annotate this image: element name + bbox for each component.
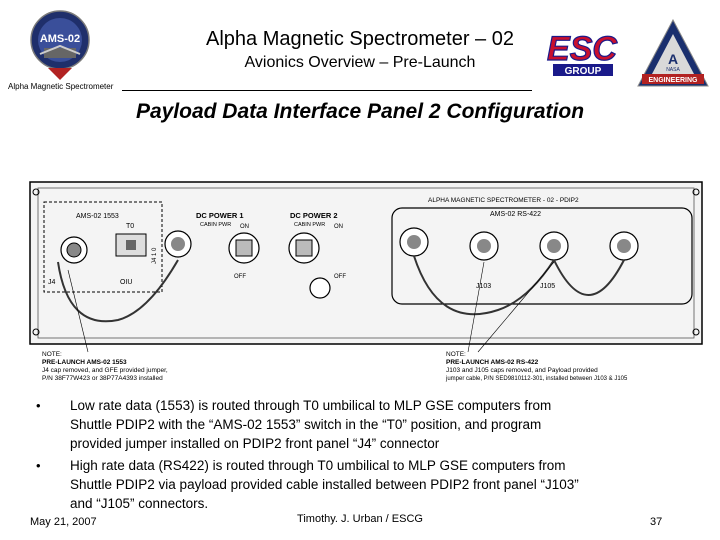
dc-power-2-on-label: ON xyxy=(334,224,343,230)
slide-subtitle: Avionics Overview – Pre-Launch xyxy=(244,54,476,71)
eng-logo-text: ENGINEERING xyxy=(648,77,698,84)
footer-page-number: 37 xyxy=(650,516,663,528)
dc-power-2-label: DC POWER 2 xyxy=(290,211,338,220)
j103-label: J103 xyxy=(476,283,491,290)
footer-date: May 21, 2007 xyxy=(30,516,97,528)
bullet-2-line-1: High rate data (RS422) is routed through… xyxy=(70,458,566,473)
rs422-label: AMS-02 RS-422 xyxy=(490,211,541,218)
svg-text:A: A xyxy=(668,51,678,67)
ams-1553-label: AMS-02 1553 xyxy=(76,213,119,220)
note-left-line-2: P/N 38F77W423 or 38P77A4393 installed xyxy=(42,375,163,382)
slide-title: Alpha Magnetic Spectrometer – 02 xyxy=(206,28,514,50)
note-right-heading: PRE-LAUNCH AMS-02 RS-422 xyxy=(446,359,539,366)
oiu-label: OIU xyxy=(120,279,132,286)
t0-label: T0 xyxy=(126,223,134,230)
dc-power-2-off-label: OFF xyxy=(334,274,346,280)
eng-nasa-text: NASA xyxy=(666,67,680,73)
header-rule xyxy=(122,90,532,91)
rs422-region xyxy=(391,207,693,305)
esc-group-text: GROUP xyxy=(565,66,602,77)
bullet-1-symbol: • xyxy=(36,398,41,413)
bullet-1-line-1: Low rate data (1553) is routed through T… xyxy=(70,398,552,413)
ams-02-logo: AMS-02 xyxy=(30,10,90,80)
esc-logo-text: ESC xyxy=(547,30,617,68)
dc-power-1-label: DC POWER 1 xyxy=(196,211,244,220)
pdip2-panel-diagram: AMS-02 1553 T0 J4 OIU J4 1 0 DC POWER 1 … xyxy=(29,181,703,382)
ams-1553-region xyxy=(43,201,163,293)
esc-group-logo: ESC GROUP xyxy=(546,30,618,77)
logo-badge-text: AMS-02 xyxy=(40,33,80,45)
note-left-title: NOTE: xyxy=(42,351,62,358)
note-right-line-2: jumper cable, P/N SED9810112-301, instal… xyxy=(445,376,628,382)
note-right-title: NOTE: xyxy=(446,351,466,358)
small-round-plug xyxy=(309,277,331,299)
header-small-label: Alpha Magnetic Spectrometer xyxy=(8,82,114,91)
engineering-nasa-logo: A ENGINEERING NASA xyxy=(637,18,709,87)
note-right-line-1: J103 and J105 caps removed, and Payload … xyxy=(446,367,598,374)
bullet-1: Low rate data (1553) is routed through T… xyxy=(70,396,710,453)
bullet-1-line-2: Shuttle PDIP2 with the “AMS-02 1553” swi… xyxy=(70,417,542,432)
note-left-heading: PRE-LAUNCH AMS-02 1553 xyxy=(42,359,127,366)
j4-label: J4 xyxy=(48,279,56,286)
dc-power-2-cabin-label: CABIN PWR xyxy=(294,222,325,228)
dc-power-1-off-label: OFF xyxy=(234,274,246,280)
bullet-2: High rate data (RS422) is routed through… xyxy=(70,456,710,513)
bullet-2-line-2: Shuttle PDIP2 via payload provided cable… xyxy=(70,477,579,492)
footer-author: Timothy. J. Urban / ESCG xyxy=(297,513,423,525)
panel-outline xyxy=(29,181,703,345)
bullet-2-line-3: and “J105” connectors. xyxy=(70,496,209,511)
note-left-line-1: J4 cap removed, and GFE provided jumper, xyxy=(42,367,168,374)
bullet-2-symbol: • xyxy=(36,458,41,473)
bullet-1-line-3: provided jumper installed on PDIP2 front… xyxy=(70,436,440,451)
1553-jumper-cable xyxy=(57,259,179,323)
j105-label: J105 xyxy=(540,283,555,290)
dc-power-1-cabin-label: CABIN PWR xyxy=(200,222,231,228)
slide-heading: Payload Data Interface Panel 2 Configura… xyxy=(135,100,585,123)
j4-side-label: J4 1 0 xyxy=(152,247,158,264)
dc-power-1-on-label: ON xyxy=(240,224,249,230)
panel-title-label: ALPHA MAGNETIC SPECTROMETER - 02 - PDIP2 xyxy=(428,197,579,204)
